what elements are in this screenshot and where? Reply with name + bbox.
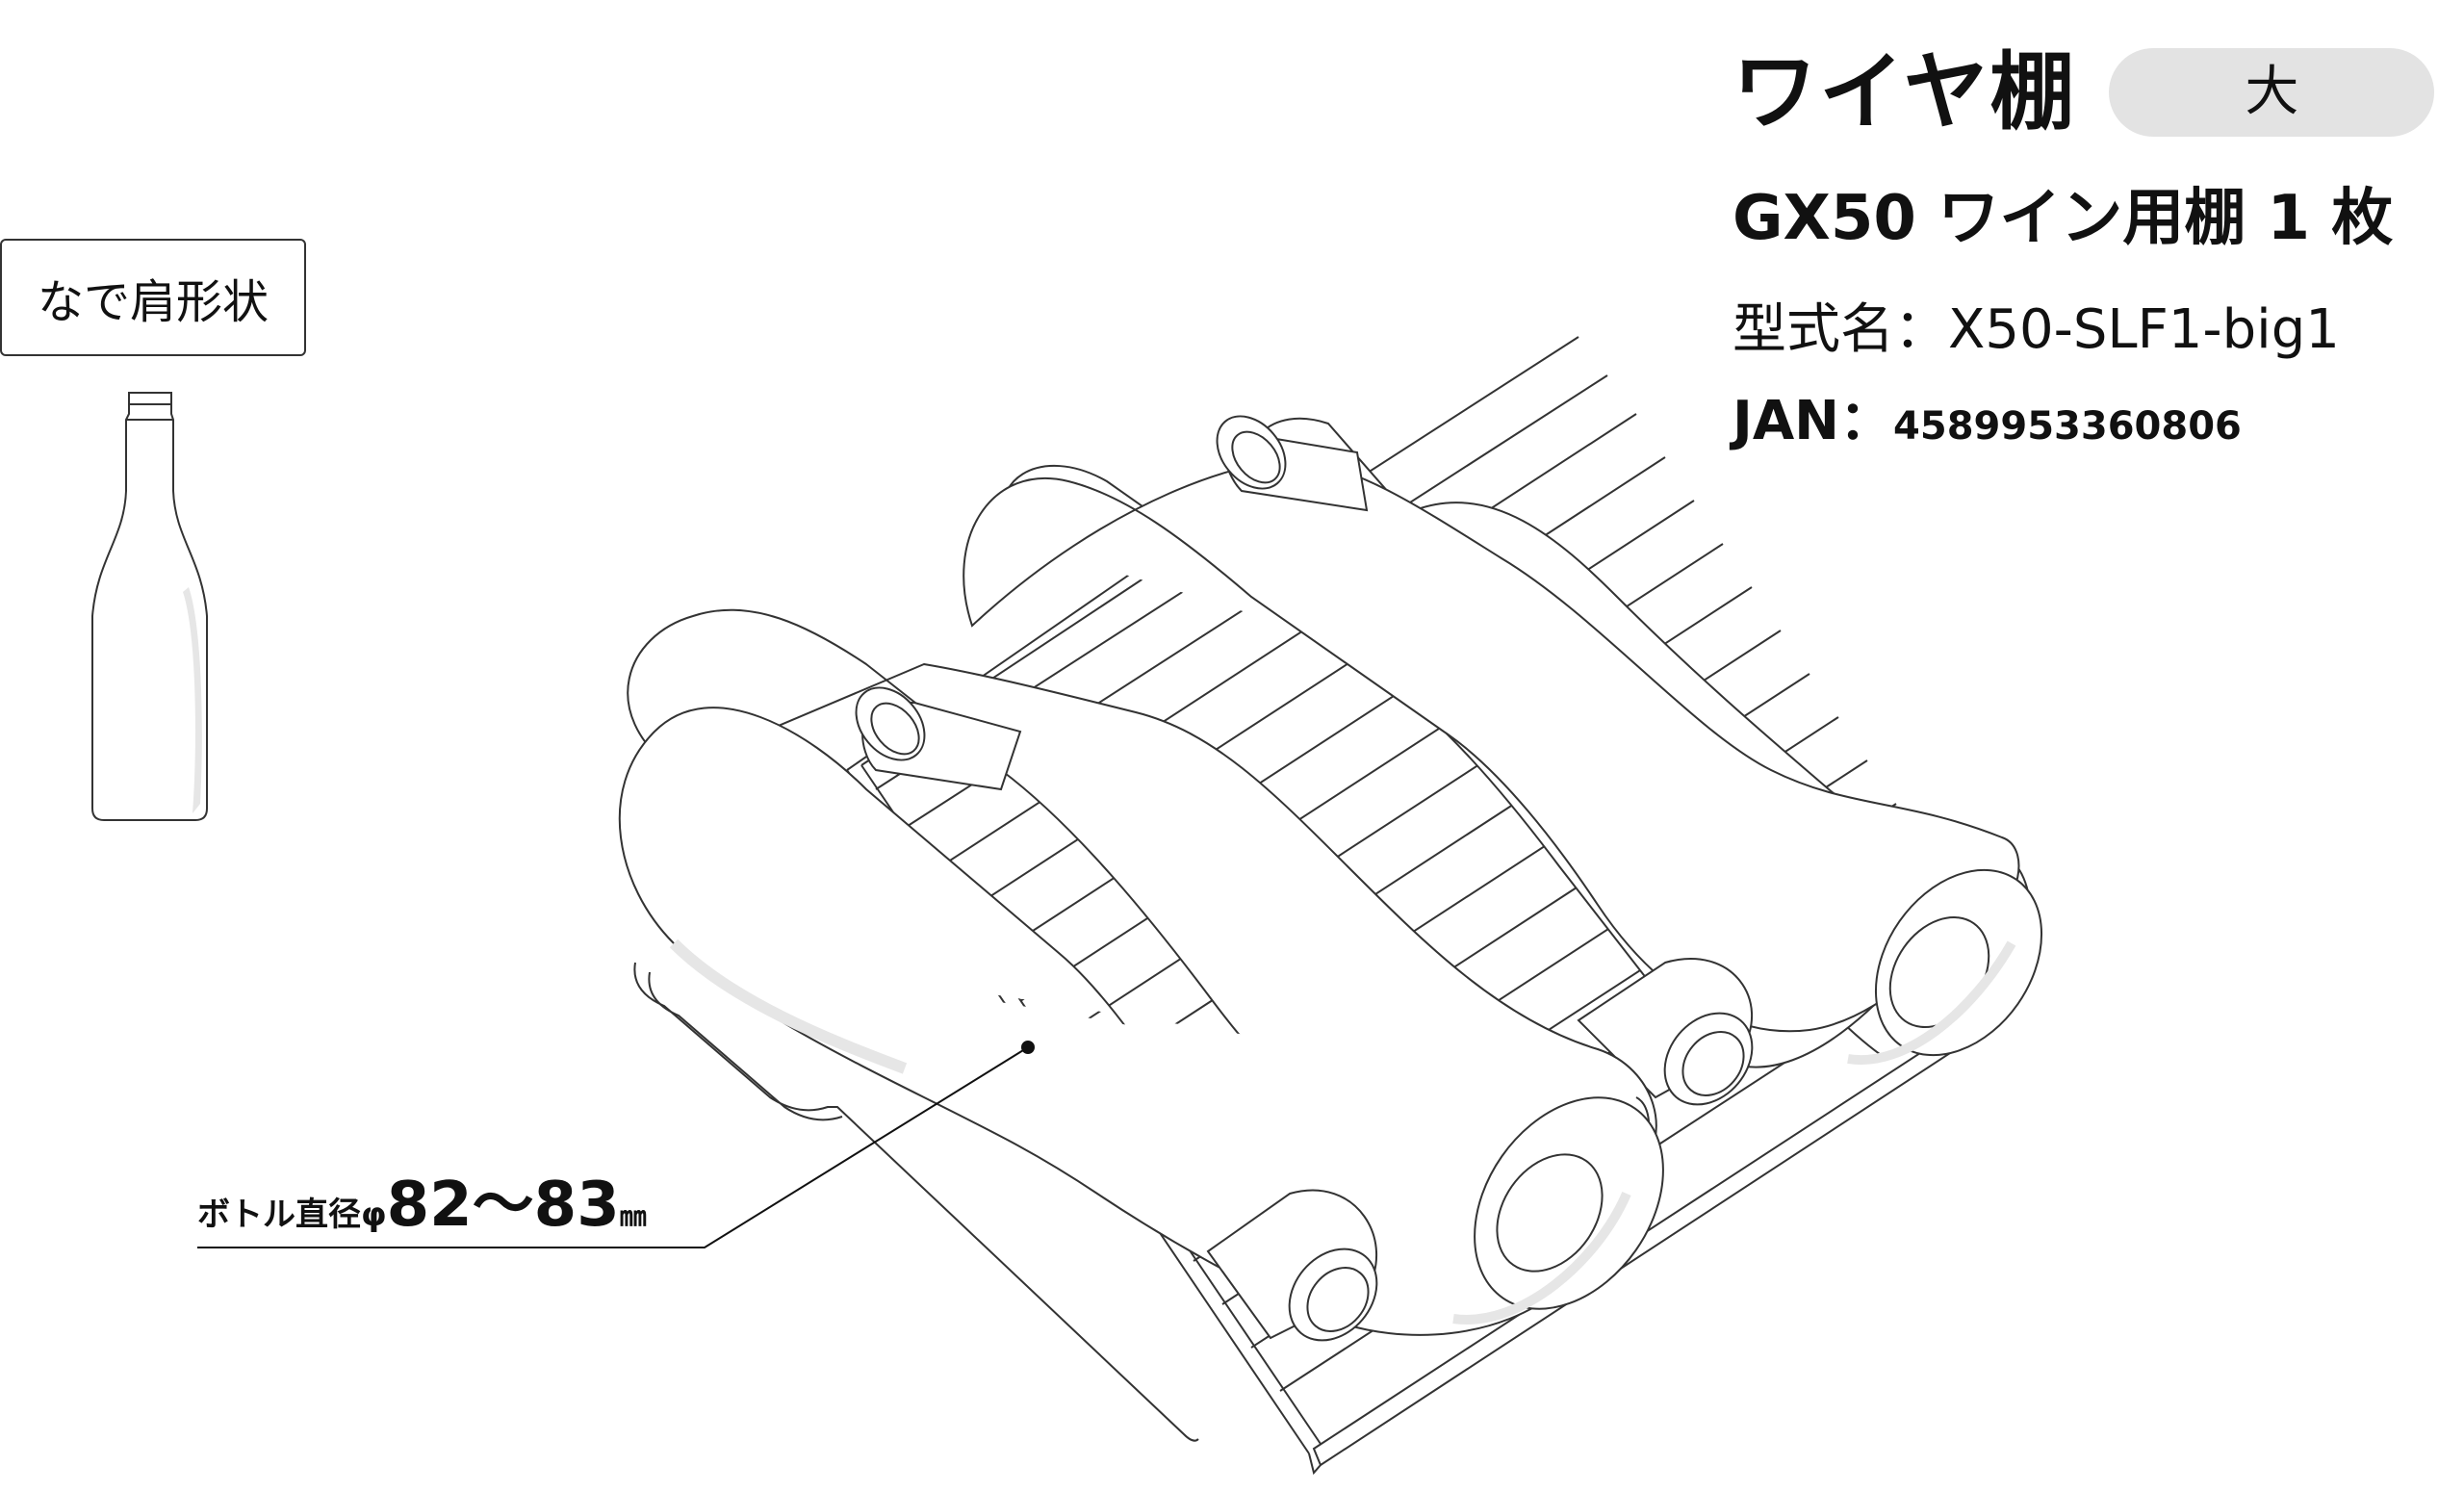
size-badge: 大 <box>2109 48 2435 137</box>
model-number: 型式名：X50-SLF1-big1 <box>1732 298 2340 361</box>
bottle-silhouette-icon <box>91 392 208 821</box>
diameter-value: 82～83 <box>386 1170 620 1241</box>
jan-label: JAN： <box>1732 390 1894 452</box>
wine-bottle-back-neck <box>1216 415 1369 512</box>
jan-code: JAN：4589953360806 <box>1732 395 2242 449</box>
wine-bottle-front <box>618 608 1664 1336</box>
jan-value: 4589953360806 <box>1893 404 2242 449</box>
product-subtitle: GX50 ワイン用棚 1 枚 <box>1732 183 2394 254</box>
wine-bottle-front-neck <box>855 686 1022 791</box>
diameter-unit: ㎜ <box>619 1200 647 1232</box>
title-row: ワイヤ棚 大 <box>1732 42 2435 141</box>
diameter-leader-line <box>197 1041 1035 1248</box>
diameter-annotation: ボトル直径φ82～83㎜ <box>197 1174 647 1236</box>
wine-bottle-lower-cap <box>1206 1189 1378 1342</box>
bottle-shape-label: なで肩形状 <box>0 239 306 356</box>
diameter-label: ボトル直径φ <box>197 1196 387 1234</box>
product-title: ワイヤ棚 <box>1732 42 2077 141</box>
wine-bottle-back <box>962 417 2043 1068</box>
